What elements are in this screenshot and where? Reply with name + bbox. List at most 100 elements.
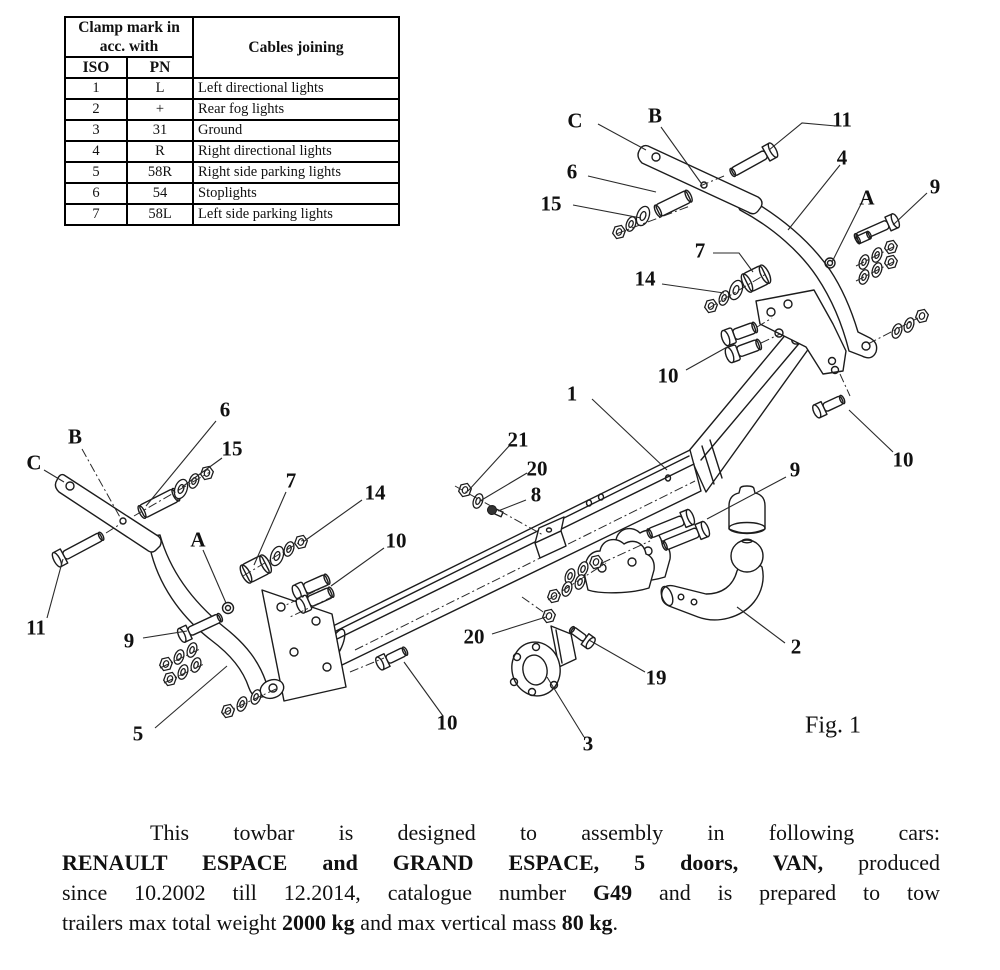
part-label: 9 (123, 628, 135, 653)
part-label: 10 (436, 710, 458, 735)
clamp-mark-table: Clamp mark in acc. with Cables joining I… (64, 16, 400, 226)
towball-part-2 (660, 538, 764, 621)
washer-left-cluster (175, 662, 191, 682)
right-bracket-arm-part-4 (737, 197, 878, 359)
washer-right-lower (889, 321, 905, 341)
table-subheader-row: ISO PN (64, 56, 399, 79)
part-label: C (567, 108, 583, 133)
cell-desc: Left side parking lights (192, 203, 400, 226)
bolt-9-center (661, 520, 711, 551)
paragraph-line: This towbar is designed to assembly in f… (62, 818, 940, 848)
nut-left-cluster (157, 654, 175, 674)
part-label: B (67, 424, 83, 449)
part-label: 11 (832, 107, 852, 132)
part-label: 5 (132, 721, 144, 746)
bolt-9-left (176, 612, 224, 643)
cell-desc: Right directional lights (192, 140, 400, 163)
washer-below-foot (234, 694, 250, 714)
bolt-10-right (724, 338, 763, 364)
washer-15-right (633, 203, 653, 229)
table-header-row: Clamp mark in acc. with Cables joining (64, 16, 400, 79)
figure-caption: Fig. 1 (804, 712, 862, 739)
nut-15-right (610, 222, 628, 242)
nut-right-lower (913, 306, 931, 326)
cell-desc: Right side parking lights (192, 161, 400, 184)
spacer-6-right (653, 189, 693, 218)
part-label: 19 (645, 665, 667, 690)
bolt-9-center (646, 508, 696, 539)
cell-pn: L (126, 77, 194, 100)
part-label: 2 (790, 634, 802, 659)
bushing-7-left (239, 554, 273, 584)
washer-left-cluster (171, 647, 187, 667)
bushing-7-right (740, 264, 772, 293)
part-label: 20 (526, 456, 548, 481)
ball-cover (728, 485, 766, 535)
paragraph-line: since 10.2002 till 12.2014, catalogue nu… (62, 878, 940, 908)
cell-pn: + (126, 98, 194, 121)
bolt-10-far-right (812, 394, 846, 419)
part-label: 11 (26, 615, 46, 640)
cell-pn: 31 (126, 119, 194, 142)
ball-mount-bracket (583, 527, 671, 594)
part-label: 8 (530, 482, 542, 507)
part-label: 10 (385, 528, 407, 553)
point-a-left-hole (221, 601, 235, 615)
header-cables-joining: Cables joining (192, 16, 400, 79)
part-label: 6 (219, 397, 231, 422)
left-bracket-arm-part-5 (148, 534, 285, 700)
part-label: 20 (463, 624, 485, 649)
cell-iso: 3 (64, 119, 128, 142)
cell-iso: 1 (64, 77, 128, 100)
text-segment: . (612, 910, 619, 935)
header-iso: ISO (64, 56, 128, 79)
part-label: A (190, 527, 206, 552)
cell-pn: 54 (126, 182, 194, 205)
bolt-10-left (295, 586, 335, 614)
cell-desc: Ground (192, 119, 400, 142)
part-label: 15 (540, 191, 562, 216)
part-label: 4 (836, 145, 848, 170)
cell-iso: 5 (64, 161, 128, 184)
nut-20-bottom (540, 606, 558, 626)
nut-right-cluster (882, 252, 900, 272)
text-segment: and max vertical mass (354, 910, 562, 935)
nut-21 (456, 480, 474, 500)
text-segment-bold: 80 kg (561, 910, 613, 935)
part-label: 14 (634, 266, 656, 291)
cell-iso: 7 (64, 203, 128, 226)
part-label: 3 (582, 731, 594, 756)
socket-plate-part-3 (509, 625, 577, 697)
cell-desc: Left directional lights (192, 77, 400, 100)
part-label: 15 (221, 436, 243, 461)
nut-left-cluster (161, 669, 179, 689)
text-segment: This towbar is designed to assembly in f… (150, 820, 940, 845)
point-a-right-hole (824, 257, 836, 269)
washer-15-right (623, 214, 639, 234)
washer-14-left (281, 539, 297, 559)
nut-14-left (292, 532, 310, 552)
washer-center-cluster (559, 579, 575, 599)
part-label: 1 (566, 381, 578, 406)
leader-lines (43, 122, 928, 738)
cell-pn: R (126, 140, 194, 163)
bolt-11-left (51, 531, 105, 568)
part-label: 9 (789, 457, 801, 482)
part-label: C (26, 450, 42, 475)
towbar-exploded-diagram (43, 122, 931, 738)
header-pn: PN (126, 56, 194, 79)
text-segment-bold: RENAULT ESPACE and GRAND ESPACE, 5 doors… (62, 850, 824, 875)
right-mount-plate (755, 289, 847, 375)
text-segment-bold: G49 (592, 880, 633, 905)
paragraph-line: trailers max total weight 2000 kg and ma… (62, 908, 940, 938)
text-segment-bold: 2000 kg (281, 910, 355, 935)
header-clamp-mark: Clamp mark in acc. with (64, 16, 194, 58)
text-segment: trailers max total weight (62, 910, 282, 935)
part-label: 7 (694, 238, 706, 263)
description-paragraph: This towbar is designed to assembly in f… (62, 818, 940, 938)
nut-right-cluster (882, 237, 900, 257)
part-label: B (647, 103, 663, 128)
